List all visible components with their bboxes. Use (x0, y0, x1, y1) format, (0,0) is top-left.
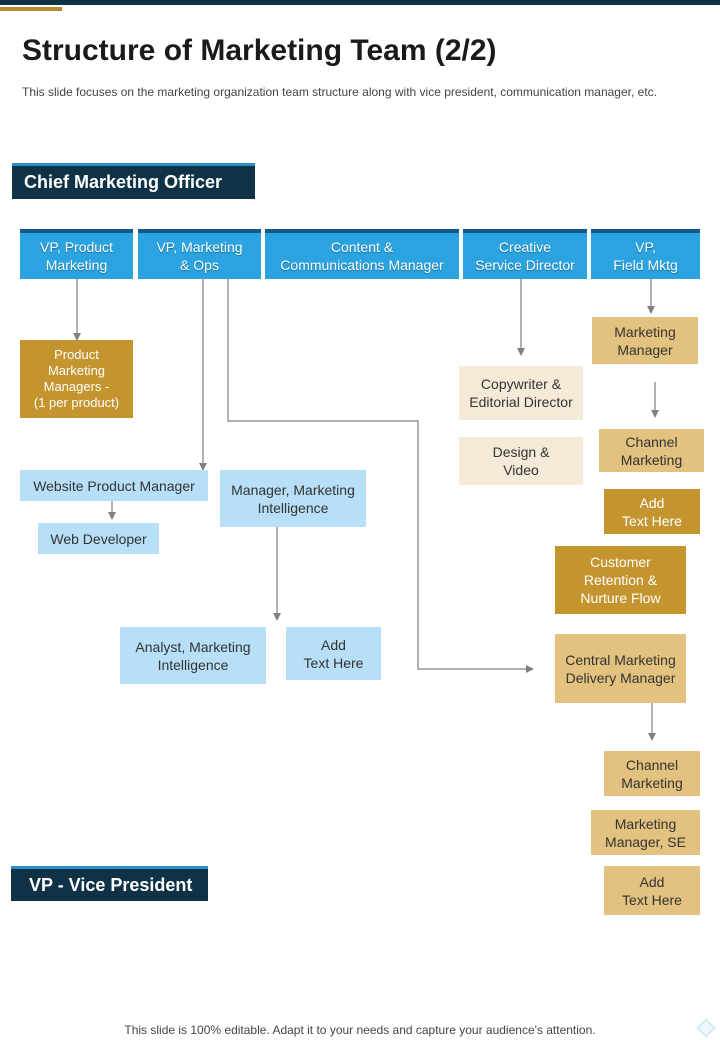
design-video-box: Design & Video (459, 437, 583, 485)
vp-field-mktg-box: VP, Field Mktg (591, 229, 700, 279)
manager-marketing-intelligence-box: Manager, Marketing Intelligence (220, 470, 366, 527)
top-accent-bar (0, 7, 62, 11)
channel-marketing-2-box: Channel Marketing (604, 751, 700, 796)
web-developer-box: Web Developer (38, 523, 159, 554)
channel-marketing-box: Channel Marketing (599, 429, 704, 472)
top-bar (0, 0, 720, 5)
field-add-text-box: Add Text Here (604, 489, 700, 534)
marketing-manager-box: Marketing Manager (592, 317, 698, 364)
vp-marketing-ops-box: VP, Marketing & Ops (138, 229, 261, 279)
product-marketing-managers-box: Product Marketing Managers - (1 per prod… (20, 340, 133, 418)
intelligence-add-text-box: Add Text Here (286, 627, 381, 680)
chief-marketing-officer-banner: Chief Marketing Officer (12, 163, 255, 199)
marketing-manager-se-box: Marketing Manager, SE (591, 810, 700, 855)
creative-service-director-box: Creative Service Director (463, 229, 587, 279)
copywriter-editorial-director-box: Copywriter & Editorial Director (459, 366, 583, 420)
connector-ops-to-central-delivery (227, 279, 534, 673)
page-subtitle: This slide focuses on the marketing orga… (22, 85, 657, 99)
field-add-text-2-box: Add Text Here (604, 866, 700, 915)
vp-product-marketing-box: VP, Product Marketing (20, 229, 133, 279)
customer-retention-nurture-box: Customer Retention & Nurture Flow (555, 546, 686, 614)
content-communications-manager-box: Content & Communications Manager (265, 229, 459, 279)
central-marketing-delivery-manager-box: Central Marketing Delivery Manager (555, 634, 686, 703)
website-product-manager-box: Website Product Manager (20, 470, 208, 501)
page-title: Structure of Marketing Team (2/2) (22, 34, 497, 67)
footer-note: This slide is 100% editable. Adapt it to… (124, 1023, 596, 1037)
analyst-marketing-intelligence-box: Analyst, Marketing Intelligence (120, 627, 266, 684)
vp-legend-banner: VP - Vice President (11, 866, 208, 901)
